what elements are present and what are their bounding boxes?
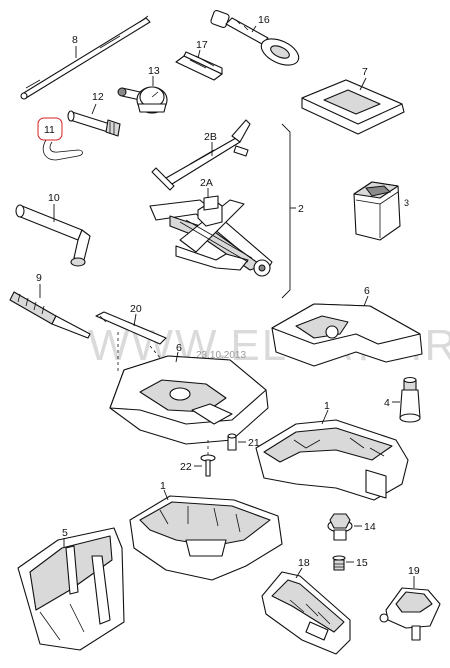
part-19-clip-bracket[interactable] [379,587,441,641]
part-17-clip[interactable] [175,51,223,81]
part-10-wheel-brace[interactable] [15,204,91,267]
part-3-tool-bag[interactable] [353,181,401,241]
callout-11-highlight [37,117,63,141]
part-9-screwdriver[interactable] [9,291,91,339]
callout-22[interactable]: 22 [180,461,192,473]
callout-15[interactable]: 15 [356,557,368,569]
part-11-wire-clip[interactable] [42,139,83,161]
part-15-small-bolt[interactable] [332,555,346,571]
callout-2A[interactable]: 2A [200,177,213,189]
callout-12[interactable]: 12 [92,91,104,103]
callout-2[interactable]: 2 [298,203,304,215]
part-8-crank-rod[interactable] [20,15,151,100]
part-7-insert-mat[interactable] [301,79,405,135]
callout-5[interactable]: 5 [62,527,68,539]
part-1-tray-upper[interactable] [255,419,409,501]
callout-8[interactable]: 8 [72,34,78,46]
part-2B-jack-handle[interactable] [151,119,251,191]
callout-9[interactable]: 9 [36,272,42,284]
callout-14[interactable]: 14 [364,521,376,533]
part-2A-scissor-jack[interactable] [149,195,273,277]
callout-19[interactable]: 19 [408,565,420,577]
part-1-tray-lower[interactable] [129,495,283,581]
part-20-strap[interactable] [95,311,167,345]
callout-17[interactable]: 17 [196,39,208,51]
callout-10[interactable]: 10 [48,192,60,204]
callout-20[interactable]: 20 [130,303,142,315]
part-16-towing-eye[interactable] [210,9,303,71]
watermark-date: 23.10.2013 [196,350,246,361]
part-12-bolt[interactable] [67,110,121,137]
callout-6-left[interactable]: 6 [176,342,182,354]
part-5-side-panel[interactable] [17,527,125,651]
part-6-foam-cover-left[interactable] [109,355,269,445]
callout-7[interactable]: 7 [362,66,368,78]
callout-18[interactable]: 18 [298,557,310,569]
part-21-pin[interactable] [227,433,237,451]
callout-4[interactable]: 4 [384,397,390,409]
part-6-foam-cover-right[interactable] [271,303,423,367]
bracket-2 [281,123,291,299]
part-4-bottle[interactable] [399,376,421,423]
callout-21[interactable]: 21 [248,437,260,449]
callout-13[interactable]: 13 [148,65,160,77]
part-18-holder[interactable] [261,571,351,655]
callout-1-lower[interactable]: 1 [160,480,166,492]
callout-2B[interactable]: 2B [204,131,217,143]
part-13-pressure-gauge[interactable] [117,86,168,114]
callout-11[interactable]: 11 [44,124,55,136]
callout-16[interactable]: 16 [258,14,270,26]
part-14-knob[interactable] [327,513,353,541]
callout-6-right[interactable]: 6 [364,285,370,297]
callout-1-upper[interactable]: 1 [324,400,330,412]
part-22-rivet[interactable] [200,454,216,477]
callout-3[interactable]: 3 [404,198,409,208]
